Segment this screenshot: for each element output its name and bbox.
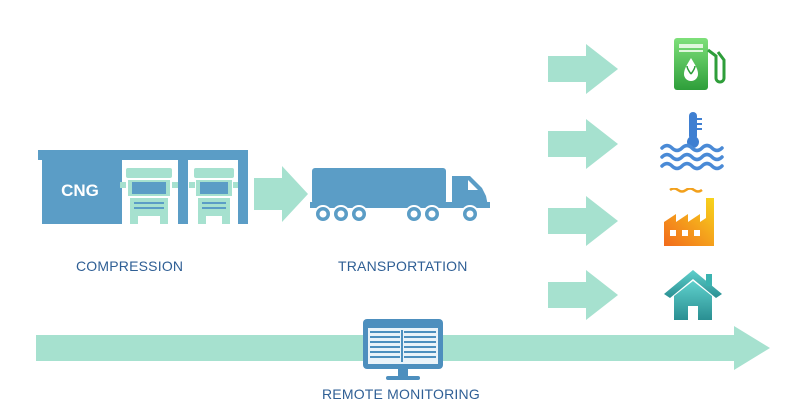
distribution-arrow-3 [548, 196, 618, 246]
cng-sign: CNG [61, 181, 99, 200]
remote-monitoring-label: REMOTE MONITORING [322, 386, 480, 402]
flow-arrow-compression-to-transport [254, 166, 308, 222]
tanker-truck-icon [310, 168, 490, 223]
distribution-arrow-1 [548, 44, 618, 94]
water-heating-icon [660, 112, 724, 171]
distribution-arrow-2 [548, 119, 618, 169]
compression-label: COMPRESSION [76, 258, 184, 274]
distribution-arrow-4 [548, 270, 618, 320]
factory-icon [664, 188, 714, 246]
cng-compression-station [38, 150, 248, 224]
fuel-pump-icon [674, 38, 726, 90]
monitor-icon [363, 319, 443, 380]
house-icon [664, 270, 722, 320]
transportation-label: TRANSPORTATION [338, 258, 468, 274]
